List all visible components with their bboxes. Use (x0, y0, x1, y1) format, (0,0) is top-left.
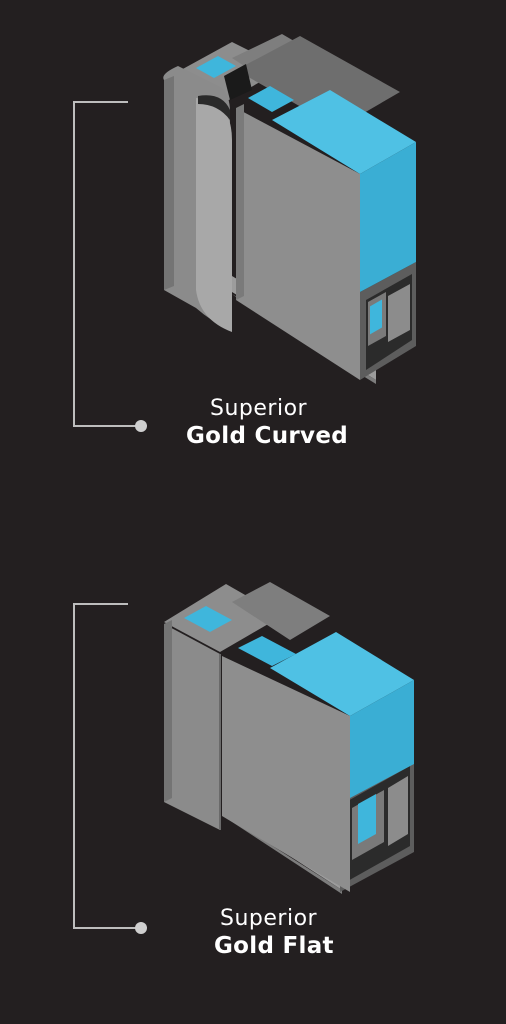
product-series-label: Superior (220, 906, 318, 931)
product-caption: Superior Gold Curved (186, 396, 348, 449)
product-panel-gold-flat: Superior Gold Flat (0, 512, 506, 1024)
bracket-connector (73, 101, 147, 432)
product-series-label: Superior (210, 396, 308, 421)
product-panel-gold-curved: Superior Gold Curved (73, 34, 416, 449)
product-model-label: Gold Flat (214, 933, 334, 959)
product-caption: Superior Gold Flat (214, 906, 334, 959)
product-model-label: Gold Curved (186, 423, 348, 449)
window-profile-flat-illustration (164, 582, 414, 894)
bracket-dot-icon (135, 922, 147, 934)
bracket-dot-icon (135, 420, 147, 432)
bracket-connector (73, 603, 147, 934)
window-profile-curved-illustration (163, 34, 416, 384)
